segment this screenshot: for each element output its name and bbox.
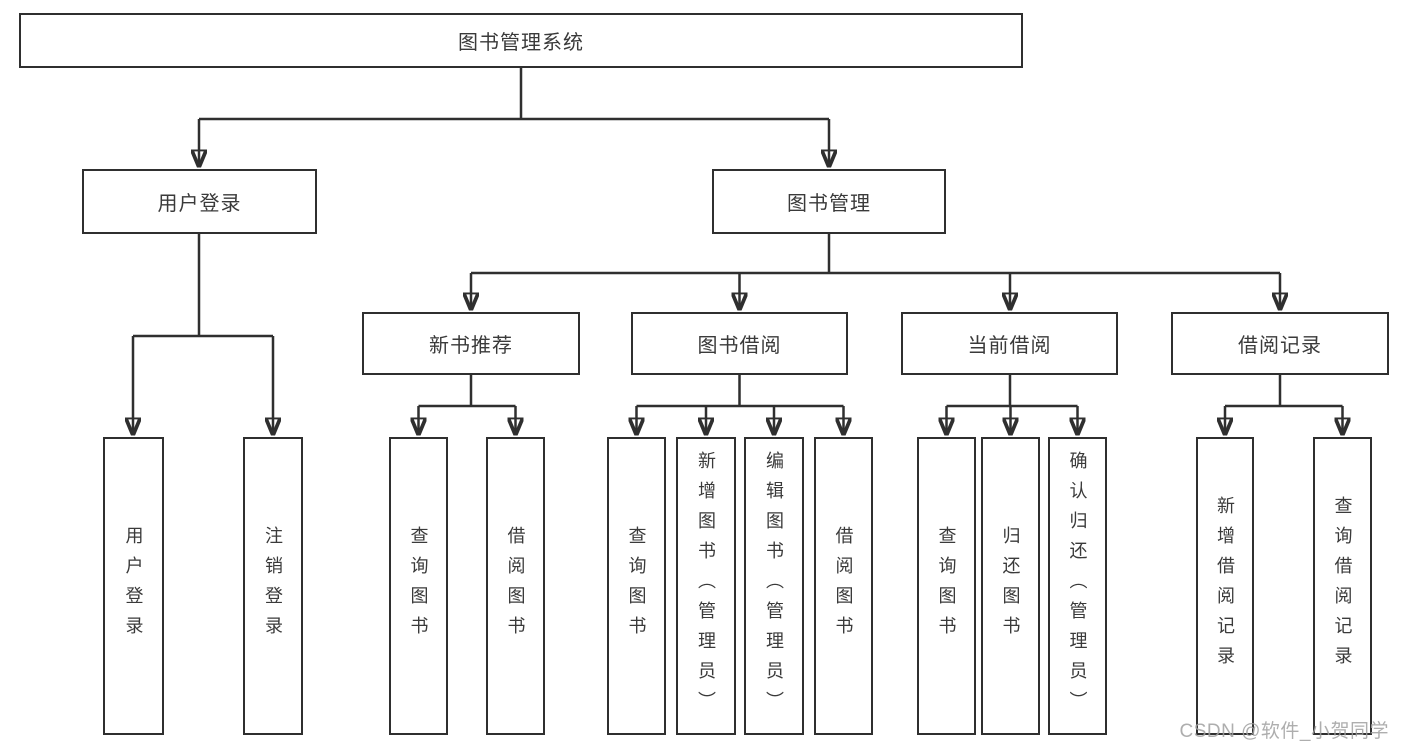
leaf-query-books-3: 查询图书 <box>917 437 976 735</box>
leaf-edit-book-admin-label: 编辑图书（管理员） <box>764 451 784 721</box>
leaf-add-borrow-record: 新增借阅记录 <box>1196 437 1254 735</box>
leaf-return-book-label: 归还图书 <box>1000 526 1021 646</box>
leaf-edit-book-admin: 编辑图书（管理员） <box>744 437 804 735</box>
leaf-user-login: 用户登录 <box>103 437 164 735</box>
node-new-book-recommend-label: 新书推荐 <box>429 335 513 357</box>
leaf-add-borrow-record-label: 新增借阅记录 <box>1215 496 1235 676</box>
leaf-query-books-2-label: 查询图书 <box>626 526 647 646</box>
node-book-management-label: 图书管理 <box>787 193 871 215</box>
node-new-book-recommend: 新书推荐 <box>362 312 580 375</box>
leaf-borrow-books-2: 借阅图书 <box>814 437 873 735</box>
leaf-query-borrow-record-label: 查询借阅记录 <box>1332 496 1353 676</box>
node-root: 图书管理系统 <box>19 13 1023 68</box>
leaf-logout-label: 注销登录 <box>263 526 283 646</box>
leaf-borrow-books-2-label: 借阅图书 <box>833 526 854 646</box>
leaf-borrow-books-1: 借阅图书 <box>486 437 545 735</box>
node-root-label: 图书管理系统 <box>458 32 584 54</box>
leaf-add-book-admin: 新增图书（管理员） <box>676 437 736 735</box>
node-user-login: 用户登录 <box>82 169 317 234</box>
leaf-query-borrow-record: 查询借阅记录 <box>1313 437 1372 735</box>
leaf-confirm-return-admin-label: 确认归还（管理员） <box>1067 451 1088 721</box>
node-borrow-records-label: 借阅记录 <box>1238 335 1322 357</box>
leaf-query-books-1-label: 查询图书 <box>408 526 429 646</box>
leaf-return-book: 归还图书 <box>981 437 1040 735</box>
csdn-watermark: CSDN @软件_小贺同学 <box>1179 721 1389 742</box>
leaf-borrow-books-1-label: 借阅图书 <box>505 526 526 646</box>
node-user-login-label: 用户登录 <box>157 193 242 215</box>
leaf-confirm-return-admin: 确认归还（管理员） <box>1048 437 1107 735</box>
node-current-borrow-label: 当前借阅 <box>967 335 1052 357</box>
leaf-query-books-1: 查询图书 <box>389 437 448 735</box>
node-book-borrow-label: 图书借阅 <box>697 335 782 357</box>
node-book-borrow: 图书借阅 <box>631 312 848 375</box>
node-book-management: 图书管理 <box>712 169 946 234</box>
leaf-add-book-admin-label: 新增图书（管理员） <box>696 451 716 721</box>
connector-trunks <box>133 68 1343 408</box>
node-borrow-records: 借阅记录 <box>1171 312 1389 375</box>
leaf-query-books-2: 查询图书 <box>607 437 666 735</box>
leaf-query-books-3-label: 查询图书 <box>936 526 957 646</box>
leaf-logout: 注销登录 <box>243 437 303 735</box>
leaf-user-login-label: 用户登录 <box>123 526 144 646</box>
node-current-borrow: 当前借阅 <box>901 312 1118 375</box>
